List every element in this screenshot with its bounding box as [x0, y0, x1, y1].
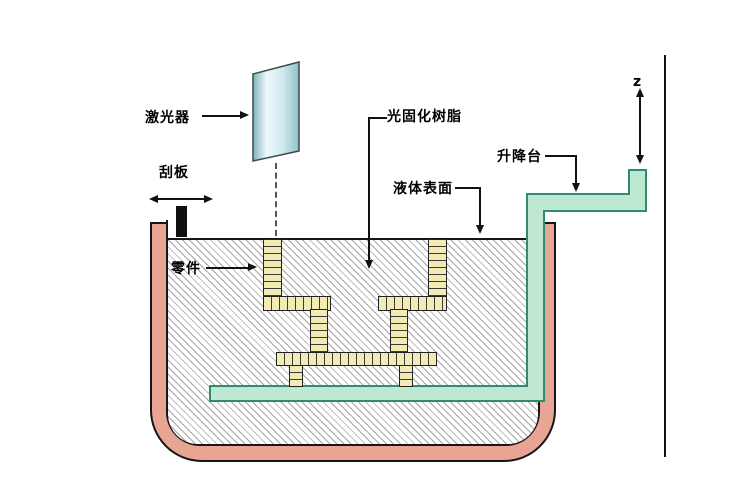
resin-pointer-vline [368, 117, 370, 260]
z-axis-label: z [633, 74, 642, 90]
part-pointer-head [248, 263, 257, 271]
part-foot-left [289, 365, 303, 387]
laser-device-shape [252, 61, 300, 162]
scraper-blade [176, 206, 187, 237]
part-column-left-outer [263, 239, 282, 302]
part-step-right [378, 296, 447, 311]
elevator-pointer-head [572, 183, 580, 192]
liquid-surface-label: 液体表面 [393, 181, 453, 197]
laser-beam-dashed-line [275, 163, 277, 236]
part-label: 零件 [171, 261, 201, 277]
scraper-label: 刮板 [159, 165, 189, 181]
elevator-pointer-hline [545, 155, 577, 157]
z-axis-arrow-line [639, 95, 641, 156]
liquid-surface-pointer-head [476, 225, 484, 234]
liquid-surface-pointer-vline [479, 187, 481, 225]
right-frame-line [664, 55, 666, 457]
part-column-right-outer [428, 239, 447, 302]
z-axis-arrow-up-head [636, 88, 644, 97]
scraper-motion-arrow-line [158, 198, 204, 200]
resin-label: 光固化树脂 [387, 109, 462, 125]
part-pointer-line [206, 267, 248, 269]
scraper-arrow-left-head [149, 195, 158, 203]
part-foot-right [399, 365, 413, 387]
liquid-surface-pointer-hline [455, 187, 481, 189]
laser-pointer-head [240, 111, 249, 119]
z-axis-arrow-down-head [636, 155, 644, 164]
laser-label: 激光器 [145, 110, 190, 126]
elevator-label: 升降台 [497, 149, 542, 165]
part-step-left [263, 296, 331, 311]
laser-pointer-line [202, 115, 240, 117]
part-column-left-inner [310, 309, 328, 354]
part-column-right-inner [390, 309, 408, 354]
elevator-pointer-vline [575, 155, 577, 183]
resin-pointer-head [365, 260, 373, 269]
part-crossbar [276, 352, 437, 366]
scraper-arrow-right-head [204, 195, 213, 203]
resin-pointer-hline [368, 117, 387, 119]
